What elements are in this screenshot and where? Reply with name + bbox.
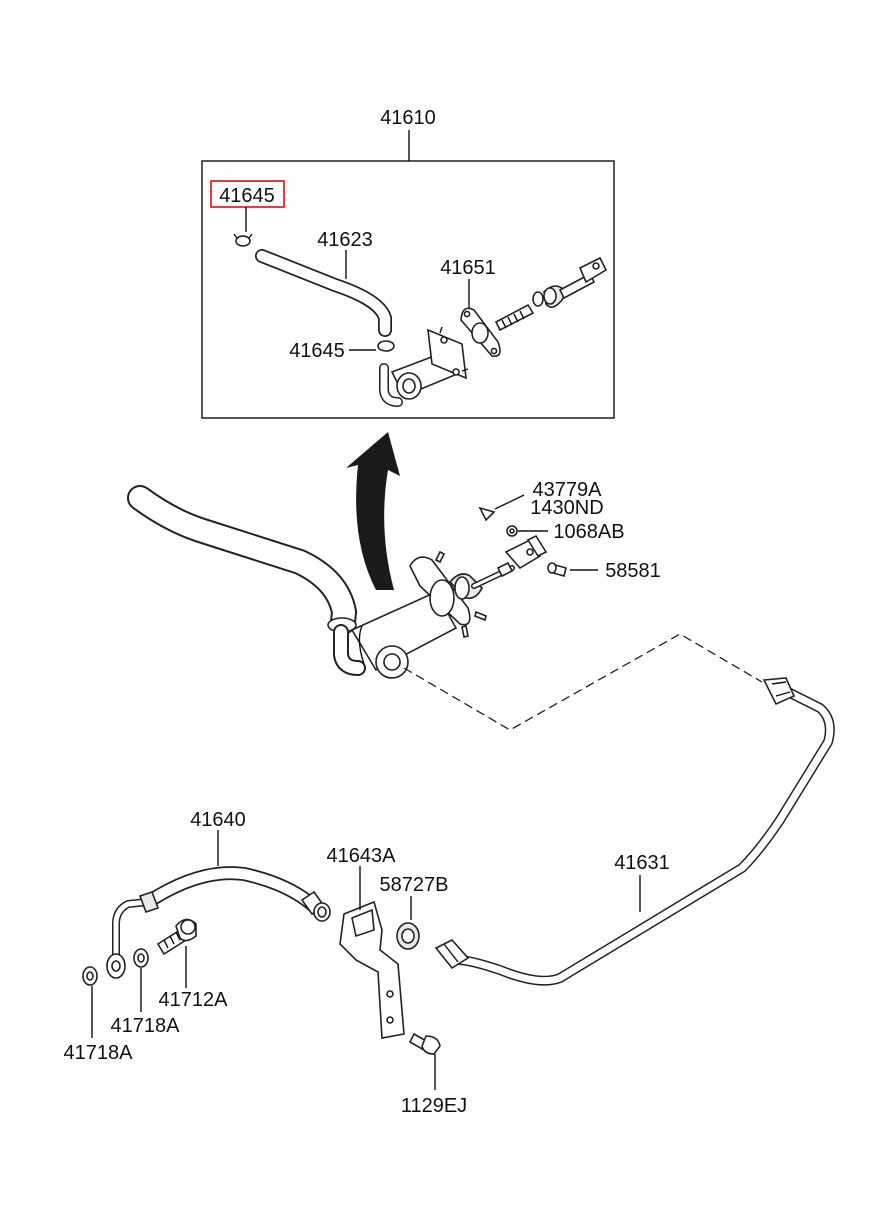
- label-58581: 58581: [605, 560, 661, 582]
- label-41718A-b: 41718A: [111, 1015, 181, 1037]
- dashed-connection: [403, 633, 763, 731]
- leader-43779A: [494, 494, 525, 510]
- up-arrow-icon: [346, 432, 400, 590]
- clamp-lower-icon: [377, 340, 395, 352]
- hose-41623-icon: [255, 249, 392, 337]
- label-1068AB: 1068AB: [553, 521, 624, 543]
- label-41643A: 41643A: [327, 845, 397, 867]
- clamp-top-icon: [233, 233, 253, 247]
- hose-41640-icon: [106, 866, 331, 979]
- label-41610: 41610: [380, 107, 436, 129]
- nut-1068AB-icon: [506, 525, 518, 537]
- hose-main-icon: [127, 485, 357, 635]
- master-cylinder-inset-icon: [379, 326, 469, 407]
- highlight-box: [210, 180, 285, 208]
- washer-a-icon: [82, 966, 98, 986]
- bolt-58581-icon: [547, 562, 567, 577]
- gasket-41651-icon: [460, 307, 501, 358]
- bolt-1129EJ-icon: [408, 1032, 441, 1055]
- label-1129EJ: 1129EJ: [401, 1095, 467, 1117]
- bracket-41643A-icon: [339, 900, 405, 1039]
- label-41718A-a: 41718A: [64, 1042, 134, 1064]
- label-58727B: 58727B: [380, 874, 449, 896]
- label-41631: 41631: [614, 852, 670, 874]
- pin-43779A-icon: [478, 506, 496, 522]
- inset-frame: [201, 160, 615, 419]
- label-41645-highlighted[interactable]: 41645: [219, 185, 275, 207]
- label-1430ND: 1430ND: [530, 497, 603, 519]
- label-43779A: 43779A: [533, 479, 603, 501]
- label-41640: 41640: [190, 809, 246, 831]
- pipe-41631-icon: [434, 677, 835, 986]
- bolt-41712A-icon: [156, 918, 197, 956]
- label-41645-lower: 41645: [289, 340, 345, 362]
- label-41712A: 41712A: [159, 989, 229, 1011]
- assembly-inset: 41610 41645 41623 41645: [201, 107, 615, 419]
- grommet-58727B-icon: [396, 922, 420, 950]
- label-41623: 41623: [317, 229, 373, 251]
- label-41651: 41651: [440, 257, 496, 279]
- pushrod-inset-icon: [494, 256, 608, 332]
- washer-b-icon: [133, 948, 149, 968]
- master-cylinder-main-icon: [327, 534, 548, 679]
